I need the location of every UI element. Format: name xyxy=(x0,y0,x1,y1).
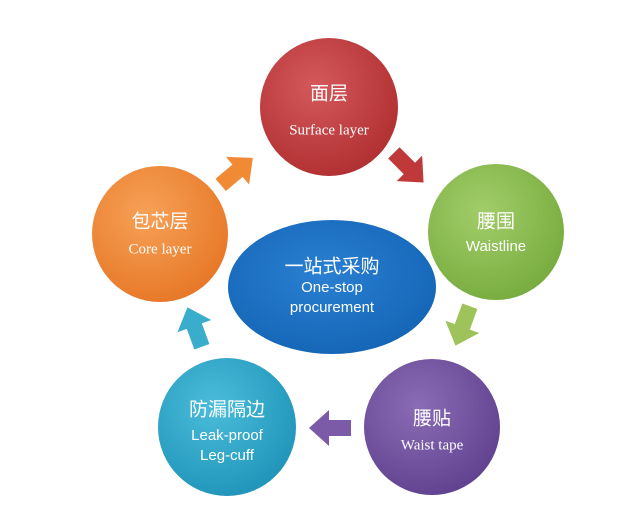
node-leak-proof-en-line1: Leak-proof xyxy=(191,427,264,444)
node-leak-proof-en-line2: Leg-cuff xyxy=(200,447,255,464)
node-surface-layer-en: Surface layer xyxy=(289,122,369,138)
node-leak-proof-zh: 防漏隔边 xyxy=(189,399,265,421)
node-waist-tape-en: Waist tape xyxy=(401,437,464,453)
arrow-waistline-to-waisttape xyxy=(445,303,480,346)
node-surface-layer-zh: 面层 xyxy=(310,83,348,105)
node-waist-tape: 腰贴 Waist tape xyxy=(364,359,500,495)
arrow-surface-to-waistline xyxy=(388,147,424,183)
center-en-line2: procurement xyxy=(290,299,375,316)
node-waistline-zh: 腰围 xyxy=(477,211,515,233)
center-en-line1: One-stop xyxy=(301,279,363,296)
center-zh: 一站式采购 xyxy=(284,256,379,278)
node-core-layer-en: Core layer xyxy=(129,241,192,257)
center-node: 一站式采购 One-stop procurement xyxy=(228,220,436,354)
node-core-layer: 包芯层 Core layer xyxy=(92,166,228,302)
node-leak-proof: 防漏隔边 Leak-proof Leg-cuff xyxy=(158,358,296,496)
arrow-core-to-surface xyxy=(215,156,253,191)
node-surface-layer: 面层 Surface layer xyxy=(260,38,398,176)
arrow-waisttape-to-leakproof xyxy=(309,410,351,446)
node-waistline-en: Waistline xyxy=(466,238,526,255)
node-core-layer-zh: 包芯层 xyxy=(131,211,188,233)
arrow-leakproof-to-core xyxy=(177,307,212,350)
node-waistline: 腰围 Waistline xyxy=(428,164,564,300)
node-waist-tape-zh: 腰贴 xyxy=(413,408,451,430)
